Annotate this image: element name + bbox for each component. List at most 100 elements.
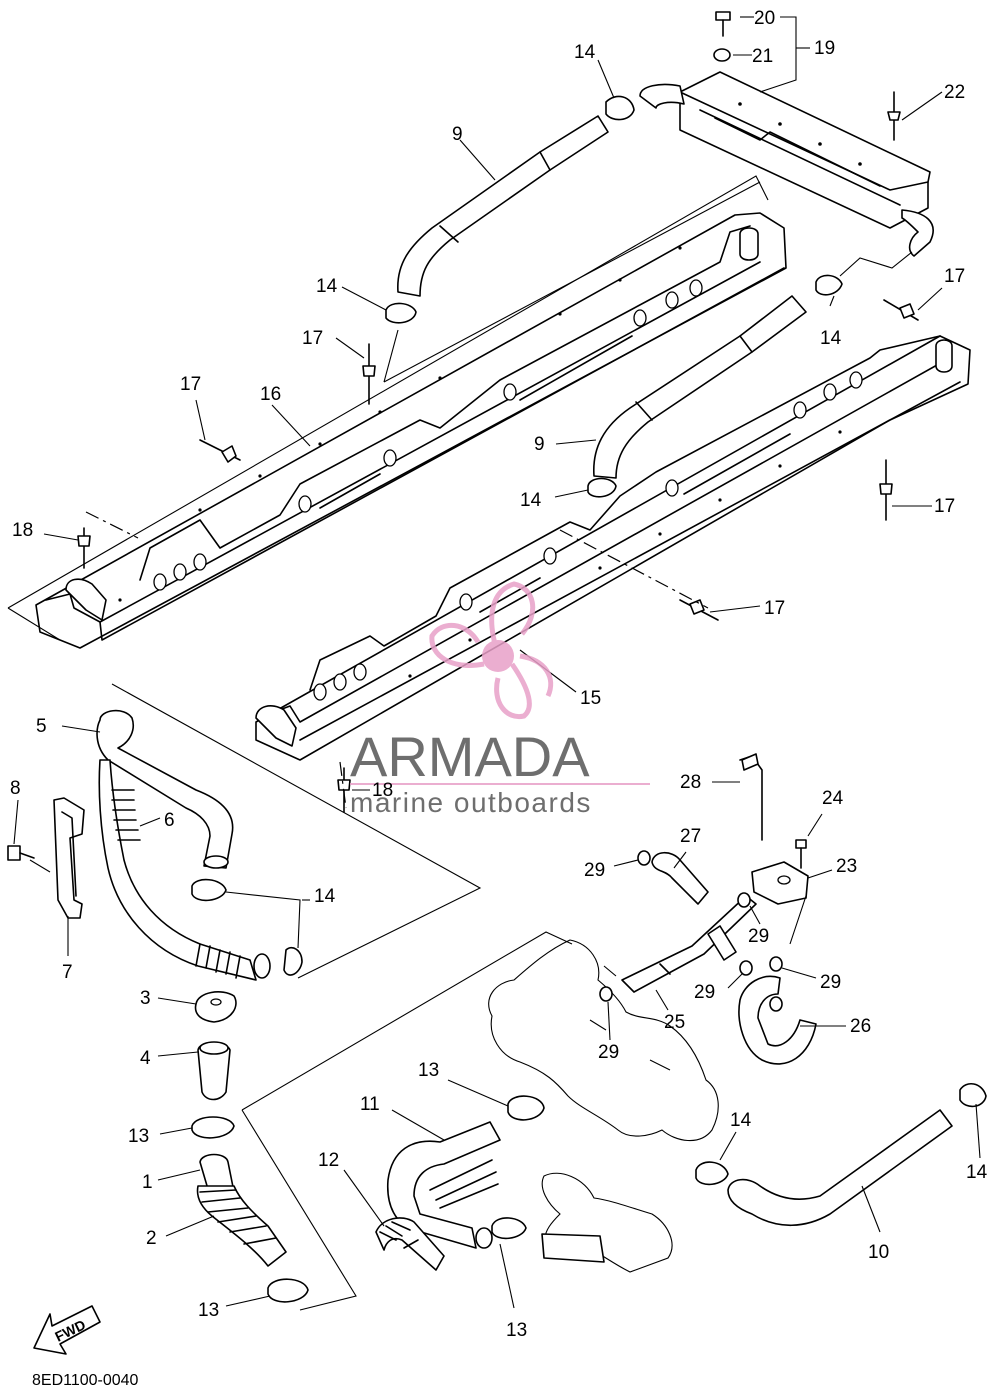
screw-24 bbox=[795, 839, 807, 869]
hose-9-lower bbox=[593, 295, 807, 479]
label-29-d: 29 bbox=[694, 982, 715, 1003]
label-17-b: 17 bbox=[180, 374, 201, 395]
label-14-a: 14 bbox=[574, 42, 596, 63]
label-18-b: 18 bbox=[372, 780, 393, 801]
fwd-label: FWD bbox=[52, 1316, 88, 1344]
propeller-logo bbox=[429, 581, 554, 720]
armada-watermark: ARMADA marine outboards bbox=[350, 581, 650, 818]
clamp-14-a bbox=[605, 95, 635, 121]
hose-6 bbox=[98, 759, 271, 981]
label-14-g: 14 bbox=[730, 1110, 752, 1131]
clamp-14-b bbox=[385, 302, 417, 324]
hose-segment bbox=[707, 925, 737, 961]
clip-29-d bbox=[769, 956, 783, 972]
label-7: 7 bbox=[62, 962, 73, 983]
hose-25 bbox=[621, 895, 757, 993]
label-6: 6 bbox=[164, 810, 175, 831]
label-17-a: 17 bbox=[302, 328, 323, 349]
clip-29-a bbox=[637, 850, 651, 866]
hose-26 bbox=[738, 975, 817, 1065]
label-4: 4 bbox=[140, 1048, 151, 1069]
hose-12 bbox=[375, 1217, 445, 1271]
cooling-tank-assembly bbox=[639, 71, 934, 257]
clamp-14-g bbox=[695, 1161, 729, 1186]
label-9-b: 9 bbox=[534, 434, 545, 455]
clamp-14-c bbox=[587, 477, 617, 498]
label-24: 24 bbox=[822, 788, 844, 809]
pin-17-c bbox=[883, 299, 919, 321]
clamp-14-f bbox=[283, 946, 303, 976]
label-18-a: 18 bbox=[12, 520, 33, 541]
valve-23 bbox=[751, 861, 809, 905]
label-12: 12 bbox=[318, 1150, 339, 1171]
label-17-c: 17 bbox=[944, 266, 965, 287]
cooling-rail-16 bbox=[35, 212, 787, 649]
label-27: 27 bbox=[680, 826, 701, 847]
hose-9-upper bbox=[397, 115, 609, 297]
label-14-f: 14 bbox=[966, 1162, 988, 1183]
clip-29-c bbox=[739, 960, 753, 976]
clamp-14-h bbox=[959, 1083, 987, 1108]
label-5: 5 bbox=[36, 716, 47, 737]
clamp-13-a bbox=[191, 1116, 235, 1139]
label-23: 23 bbox=[836, 856, 857, 877]
hose-2 bbox=[196, 1185, 287, 1267]
label-17-e: 17 bbox=[764, 598, 785, 619]
part-labels: 20 21 19 22 14 9 14 17 17 14 17 16 9 14 … bbox=[10, 8, 988, 1341]
clamp-14-d bbox=[815, 274, 843, 296]
bracket-7 bbox=[53, 797, 85, 919]
label-22: 22 bbox=[944, 82, 965, 103]
label-29-a: 29 bbox=[584, 860, 605, 881]
screw-20 bbox=[715, 11, 731, 37]
label-9-a: 9 bbox=[452, 124, 463, 145]
pin-17-e bbox=[679, 599, 719, 621]
label-8: 8 bbox=[10, 778, 21, 799]
clamp-13-b bbox=[267, 1278, 309, 1303]
propeller-hub bbox=[482, 640, 514, 672]
label-14-d: 14 bbox=[820, 328, 842, 349]
label-29-c: 29 bbox=[820, 972, 841, 993]
diagram-code: 8ED1100-0040 bbox=[32, 1372, 139, 1389]
label-1: 1 bbox=[142, 1172, 153, 1193]
clip-29-b bbox=[737, 892, 751, 908]
label-17-d: 17 bbox=[934, 496, 955, 517]
rod-28 bbox=[739, 753, 763, 841]
label-25: 25 bbox=[664, 1012, 685, 1033]
fwd-arrow: FWD bbox=[33, 1305, 101, 1355]
lower-housing-outline bbox=[541, 1172, 673, 1273]
label-28: 28 bbox=[680, 772, 701, 793]
engine-outline bbox=[488, 939, 719, 1142]
fitting-4 bbox=[197, 1041, 231, 1101]
clamp-13-c bbox=[507, 1095, 545, 1121]
clamp-14-e bbox=[191, 878, 227, 902]
label-26: 26 bbox=[850, 1016, 871, 1037]
label-14-e: 14 bbox=[314, 886, 336, 907]
brand-name: ARMADA bbox=[350, 725, 590, 788]
clip-29-e bbox=[599, 986, 613, 1002]
label-2: 2 bbox=[146, 1228, 157, 1249]
label-29-b: 29 bbox=[748, 926, 769, 947]
pin-17-a bbox=[362, 343, 376, 405]
hose-10 bbox=[727, 1109, 953, 1227]
label-16: 16 bbox=[260, 384, 281, 405]
clip-29-f bbox=[769, 996, 783, 1012]
label-19: 19 bbox=[814, 38, 835, 59]
washer-21 bbox=[713, 48, 731, 62]
clamp-13-d bbox=[491, 1217, 527, 1240]
label-3: 3 bbox=[140, 988, 151, 1009]
label-29-e: 29 bbox=[598, 1042, 619, 1063]
label-13-d: 13 bbox=[506, 1320, 527, 1341]
label-10: 10 bbox=[868, 1242, 889, 1263]
label-14-b: 14 bbox=[316, 276, 338, 297]
label-20: 20 bbox=[754, 8, 775, 29]
brand-tagline: marine outboards bbox=[350, 787, 592, 818]
label-13-a: 13 bbox=[128, 1126, 149, 1147]
label-21: 21 bbox=[752, 46, 773, 67]
pin-17-d bbox=[879, 459, 893, 521]
bolt-8 bbox=[7, 845, 35, 861]
cooling-rail-15 bbox=[255, 335, 971, 761]
label-13-c: 13 bbox=[418, 1060, 439, 1081]
label-15: 15 bbox=[580, 688, 601, 709]
label-11: 11 bbox=[360, 1094, 380, 1115]
